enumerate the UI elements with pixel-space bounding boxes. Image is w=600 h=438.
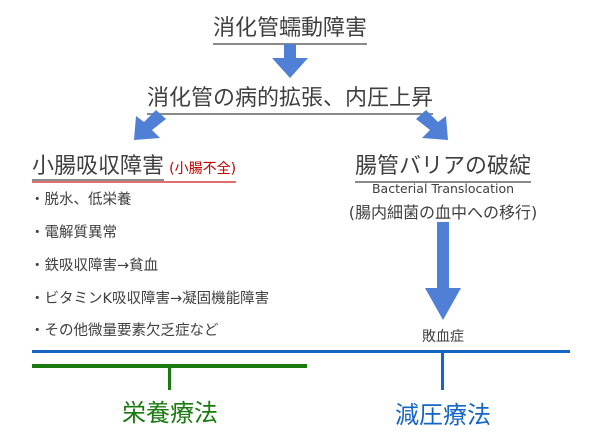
- decompression-stem: [441, 353, 444, 390]
- arrow-down-icon: [425, 222, 461, 320]
- title-peristalsis-disorder: 消化管蠕動障害: [212, 10, 368, 45]
- list-item: ・その他微量要素欠乏症など: [30, 323, 219, 339]
- list-item: ・脱水、低栄養: [30, 192, 132, 208]
- sepsis-label: 敗血症: [422, 329, 464, 345]
- barrier-heading: 腸管バリアの破綻: [354, 148, 532, 183]
- arrow-down-right-icon: [416, 110, 448, 140]
- arrow-down-left-icon: [134, 110, 166, 140]
- nutrition-stem: [168, 368, 171, 390]
- intestinal-failure-note: (小腸不全): [169, 161, 237, 177]
- list-item: ・鉄吸収障害→貧血: [30, 258, 159, 274]
- malabsorption-label: 小腸吸収障害: [32, 154, 165, 181]
- nutrition-bracket-line: [32, 364, 307, 368]
- bt-explain: (腸内細菌の血中への移行): [348, 203, 538, 222]
- decompression-therapy-label: 減圧療法: [395, 401, 491, 429]
- nutrition-therapy-label: 栄養療法: [122, 399, 218, 427]
- bt-english: Bacterial Translocation: [371, 181, 515, 196]
- title-dilation: 消化管の病的拡張、内圧上昇: [146, 80, 434, 115]
- list-item: ・ビタミンK吸収障害→凝固機能障害: [30, 291, 270, 307]
- malabsorption-heading: 小腸吸収障害 (小腸不全): [32, 148, 237, 183]
- arrow-down-icon: [272, 44, 308, 78]
- list-item: ・電解質異常: [30, 225, 117, 241]
- decompression-bracket-line: [32, 350, 570, 353]
